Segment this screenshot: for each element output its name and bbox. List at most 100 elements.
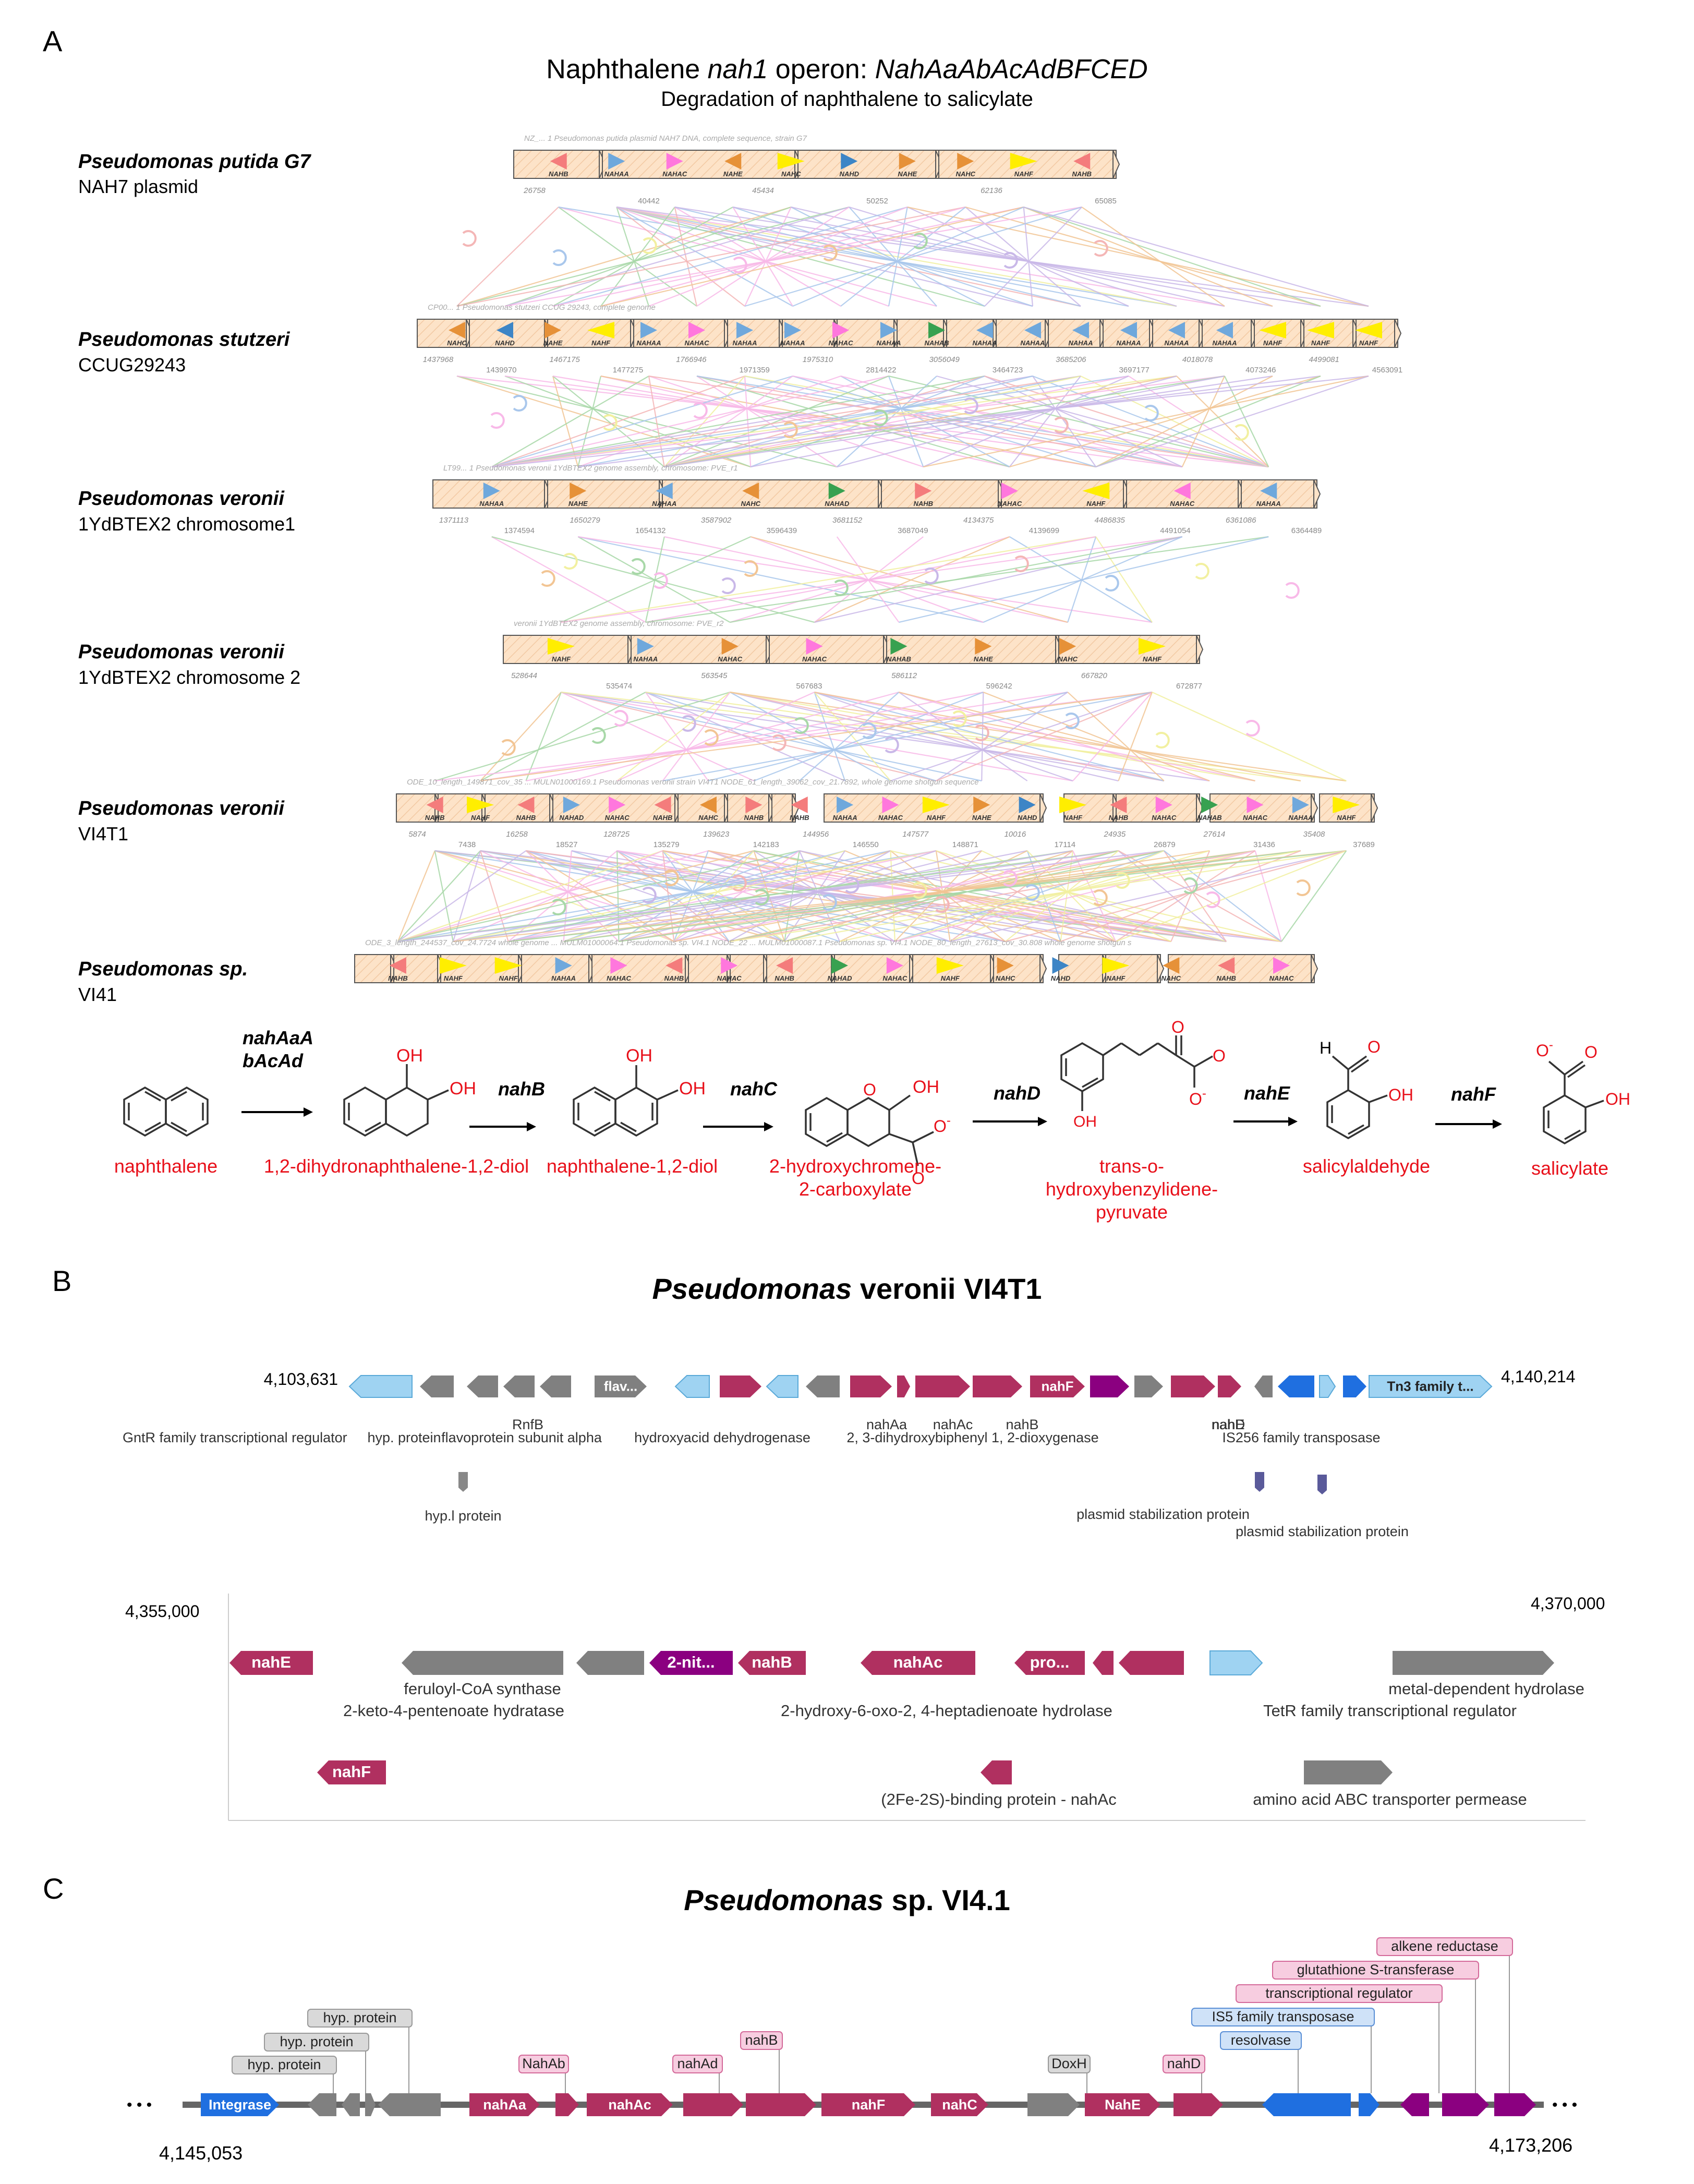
inversion-marker (1116, 872, 1130, 889)
inversion-marker (834, 580, 849, 596)
coord-label: 2814422 (866, 366, 896, 375)
gene-arrow-label: nahF (332, 1763, 371, 1781)
synteny-link (616, 206, 1225, 307)
coord-label: 6361086 (1226, 516, 1256, 525)
gene-arrow (550, 153, 567, 170)
gene-arrow (540, 1375, 571, 1397)
atom-oh: OH (450, 1079, 476, 1099)
gene-annotation: TetR family transcriptional regulator (1263, 1702, 1517, 1720)
synteny-link (571, 691, 899, 782)
synteny-link (552, 376, 665, 467)
gene-annotation: GntR family transcriptional regulator (123, 1430, 347, 1445)
gene-arrow (1027, 2093, 1080, 2116)
genome-track: ODE_10_length_149871_cov_35 ... MULN0100… (396, 778, 1378, 849)
synteny-link (662, 692, 731, 781)
contig-segment (503, 635, 632, 664)
inversion-marker (885, 737, 899, 753)
gene-arrow (721, 957, 738, 974)
gene-arrow (791, 797, 808, 813)
gene-arrow (1120, 322, 1137, 339)
gene-arrow (1163, 957, 1180, 974)
genome-track: LT99... 1 Pseudomonas veronii 1YdBTEX2 g… (432, 464, 1322, 535)
inversion-marker (952, 710, 967, 727)
gene-arrow (745, 797, 763, 813)
inversion-marker (654, 572, 668, 589)
synteny-link (508, 850, 1347, 943)
dihydrodiol-structure (343, 1064, 449, 1137)
synteny-link (561, 692, 754, 781)
synteny-link (491, 375, 985, 468)
coord-label: 1439970 (486, 366, 516, 375)
inversion-marker (935, 896, 950, 913)
synteny-link (837, 375, 1177, 468)
synteny-link (730, 691, 1347, 782)
gene-label: NAHAC (718, 655, 743, 663)
panel-c-title: Pseudomonas sp. VI4.1 (684, 1884, 1010, 1916)
gene-arrow (1059, 797, 1087, 813)
gene-arrow (229, 1651, 313, 1675)
reaction-arrowhead (1038, 1117, 1047, 1126)
synteny-link (664, 375, 1177, 468)
gene-label: NAHAD (559, 814, 584, 822)
gene-arrow (1400, 2093, 1429, 2116)
contig-segment (602, 150, 798, 179)
gene-label: NAHAB (1197, 814, 1222, 822)
gene-label: NAHAA (604, 170, 629, 178)
synteny-link (397, 850, 481, 942)
synteny-link (1095, 375, 1369, 468)
synteny-link (397, 850, 709, 943)
contig-end (1394, 319, 1402, 348)
gene-annotation: amino acid ABC transporter permease (1253, 1790, 1527, 1808)
contig-segment (769, 635, 887, 664)
synteny-link (504, 206, 850, 307)
species-labels: Pseudomonas putida G7 NAH7 plasmid Pseud… (78, 151, 311, 1005)
gene-arrow (1168, 322, 1185, 339)
inversion-marker (794, 717, 809, 734)
coord-label: 1971359 (739, 366, 769, 375)
synteny-link (1005, 850, 1347, 943)
gene-annotation: nahD (1212, 1417, 1245, 1432)
inversion-marker (1155, 732, 1170, 749)
synteny-link (744, 375, 1182, 468)
gene-arrow (348, 1375, 413, 1398)
gene-label: NAHAA (551, 974, 576, 982)
contig-segment (766, 954, 835, 983)
synteny-link (578, 536, 984, 623)
gene-arrow (1494, 2093, 1536, 2116)
gene-label: NAHB (516, 814, 536, 822)
callout-box (1191, 2008, 1375, 2026)
synteny-link (1128, 376, 1269, 467)
gene-label: NAHAA (652, 500, 676, 508)
contig-segment (1058, 954, 1106, 983)
contig-segment (1048, 319, 1104, 348)
gene-label: NAHF (1014, 170, 1034, 178)
synteny-link (814, 691, 1165, 782)
inversion-marker (541, 570, 555, 587)
gene-arrow (1119, 1651, 1184, 1675)
inversion-marker (1285, 582, 1300, 599)
gene-label: NAHF (471, 814, 490, 822)
gene-label: NAHB (1072, 170, 1092, 178)
enzyme-nahB: nahB (498, 1078, 545, 1100)
salicylate-structure (1543, 1060, 1604, 1145)
synteny-link (907, 206, 1369, 307)
inversion-marker (1025, 884, 1040, 901)
synteny-link (784, 850, 1301, 943)
inversion-marker (733, 257, 747, 273)
synteny-link (616, 207, 650, 307)
gene-arrow (640, 322, 657, 339)
synteny-link (899, 536, 1269, 623)
gene-label: NAHE (898, 170, 917, 178)
gene-arrow (587, 322, 614, 339)
coord-label: 528644 (511, 671, 537, 680)
species-name: Pseudomonas veronii (78, 641, 285, 663)
gene-arrow (721, 638, 739, 655)
synteny-link (1009, 375, 1321, 468)
inversion-marker (643, 237, 657, 254)
contig-end (792, 793, 800, 823)
gene-arrow (1072, 322, 1089, 339)
track-header: CP00... 1 Pseudomonas stutzeri CCUG 2924… (428, 303, 656, 312)
